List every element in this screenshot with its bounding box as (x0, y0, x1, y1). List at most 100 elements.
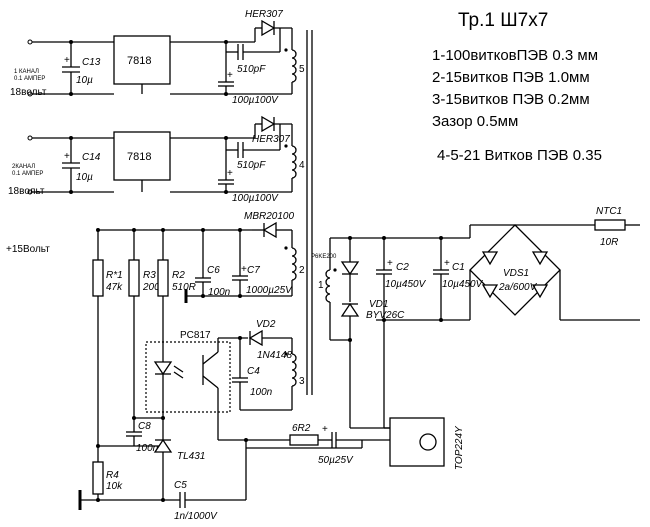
winding-5-coil (291, 49, 297, 83)
top224-label: TOP224Y (454, 425, 465, 470)
bias-cap-value: 50µ25V (318, 455, 354, 466)
c8-value: 100n (136, 443, 159, 454)
c4-value: 100n (250, 387, 273, 398)
winding-4-coil (291, 145, 297, 179)
r4-name: R4 (106, 470, 119, 481)
main-output-label: +15Вольт (6, 244, 50, 255)
channel-1-output: 7818 + C13 10µ 1 КАНАЛ 0.1 АМПЕР 18вольт… (10, 9, 305, 106)
regulator-7818-ch1 (113, 35, 171, 85)
channel-2-output: 7818 + C14 10µ 2КАНАЛ 0.1 АМПЕР 18вольт … (8, 115, 305, 204)
diode-ch2-name: HER307 (252, 134, 290, 145)
winding-4-number: 4 (299, 160, 305, 171)
resistor-r2 (157, 259, 169, 297)
channel-1-line2: 0.1 АМПЕР (14, 76, 45, 82)
channel-1-voltage: 18вольт (10, 87, 47, 98)
note-line-2: 2-15витков ПЭВ 1.0мм (432, 69, 590, 86)
channel-2-line1: 2КАНАЛ (12, 164, 35, 170)
winding-2-number: 2 (299, 265, 305, 276)
primary-section: NTC1 10R 1 P6KE200 VD1 BYV26C + C2 10µ45… (311, 206, 640, 470)
ntc-name: NTC1 (596, 206, 622, 217)
c13-value: 10µ (76, 75, 93, 86)
winding-1-coil (325, 269, 331, 303)
c5-name: C5 (174, 480, 187, 491)
c8-name: C8 (138, 421, 151, 432)
thermistor-ntc1 (594, 219, 626, 231)
c7-name: C7 (247, 265, 260, 276)
winding-2-coil (291, 247, 297, 281)
winding-notes: Тр.1 Ш7х7 1-100витковПЭВ 0.3 мм 2-15витк… (432, 10, 602, 164)
r2-value: 510R (172, 282, 196, 293)
note-line-3: 3-15витков ПЭВ 0.2мм (432, 91, 590, 108)
output-cap-ch2-value: 100µ100V (232, 193, 279, 204)
regulator-label: 7818 (127, 151, 151, 163)
resistor-6r2 (289, 434, 319, 446)
winding-1-number: 1 (318, 280, 324, 291)
feedback-section: PC817 VD2 1N4148 3 C4 100n (78, 319, 372, 522)
c2-value: 10µ450V (385, 279, 427, 290)
r2-name: R2 (172, 270, 185, 281)
note-line-1: 1-100витковПЭВ 0.3 мм (432, 47, 598, 64)
vd1-value: BYV26C (366, 310, 405, 321)
c2-name: C2 (396, 262, 409, 273)
c1-value: 10µ450V (442, 279, 484, 290)
svg-text:+: + (227, 70, 233, 81)
r1-value: 47k (106, 282, 123, 293)
channel-1-line1: 1 КАНАЛ (14, 69, 39, 75)
controller-top224y (389, 417, 445, 467)
svg-text:+: + (64, 55, 70, 66)
c6-value: 100n (208, 287, 231, 298)
resistor-r1 (92, 259, 104, 297)
tl431-label: TL431 (177, 451, 205, 462)
vd2-name: VD2 (256, 319, 276, 330)
diode-vd2-1n4148 (248, 329, 263, 347)
transformer-title: Тр.1 Ш7х7 (458, 10, 548, 31)
diode-her307-ch2 (261, 115, 276, 133)
c6-name: C6 (207, 265, 220, 276)
diode-her307-ch1 (261, 19, 276, 37)
svg-text:+: + (227, 168, 233, 179)
diode-vd1-byv26c (340, 302, 360, 317)
r4-value: 10k (106, 481, 123, 492)
resistor-r4 (92, 461, 104, 495)
main-15v-output: +15Вольт MBR20100 2 R*1 47k R3 200R (6, 211, 305, 466)
optocoupler-pc817 (145, 341, 231, 413)
winding-3-number: 3 (299, 376, 305, 387)
svg-text:+: + (387, 258, 393, 269)
snubber-ch1-value: 510pF (237, 64, 266, 75)
note-line-4: Зазор 0.5мм (432, 113, 518, 130)
snubber-ch2-value: 510pF (237, 160, 266, 171)
r3-value: 200R (142, 282, 167, 293)
c5-value: 1n/1000V (174, 511, 218, 522)
r1-name: R*1 (106, 270, 123, 281)
resistor-r3 (128, 259, 140, 297)
c1-name: C1 (452, 262, 465, 273)
svg-text:+: + (444, 258, 450, 269)
tvs-p6ke200 (340, 261, 360, 276)
note-line-5: 4-5-21 Витков ПЭВ 0.35 (437, 147, 602, 164)
mbr-name: MBR20100 (244, 211, 294, 222)
r3-name: R3 (143, 270, 156, 281)
r6-value: 6R2 (292, 423, 311, 434)
regulator-label: 7818 (127, 55, 151, 67)
vd2-value: 1N4148 (257, 350, 292, 361)
svg-text:+: + (322, 424, 328, 435)
c14-name: C14 (82, 152, 101, 163)
c4-name: C4 (247, 366, 260, 377)
c7-value: 1000µ25V (246, 285, 293, 296)
winding-3-coil (291, 353, 297, 387)
tvs-label: P6KE200 (311, 254, 337, 260)
c13-name: C13 (82, 57, 101, 68)
c14-value: 10µ (76, 172, 93, 183)
svg-text:+: + (64, 151, 70, 162)
optocoupler-label: PC817 (180, 330, 211, 341)
svg-text:+: + (241, 264, 247, 275)
bridge-name: VDS1 (503, 268, 529, 279)
bridge-value: 2a/600V (498, 282, 538, 293)
channel-2-line2: 0.1 АМПЕР (12, 171, 43, 177)
diode-mbr20100 (262, 221, 277, 239)
output-cap-ch1-value: 100µ100V (232, 95, 279, 106)
regulator-7818-ch2 (113, 131, 171, 181)
vd1-name: VD1 (369, 299, 388, 310)
diode-ch1-name: HER307 (245, 9, 283, 20)
